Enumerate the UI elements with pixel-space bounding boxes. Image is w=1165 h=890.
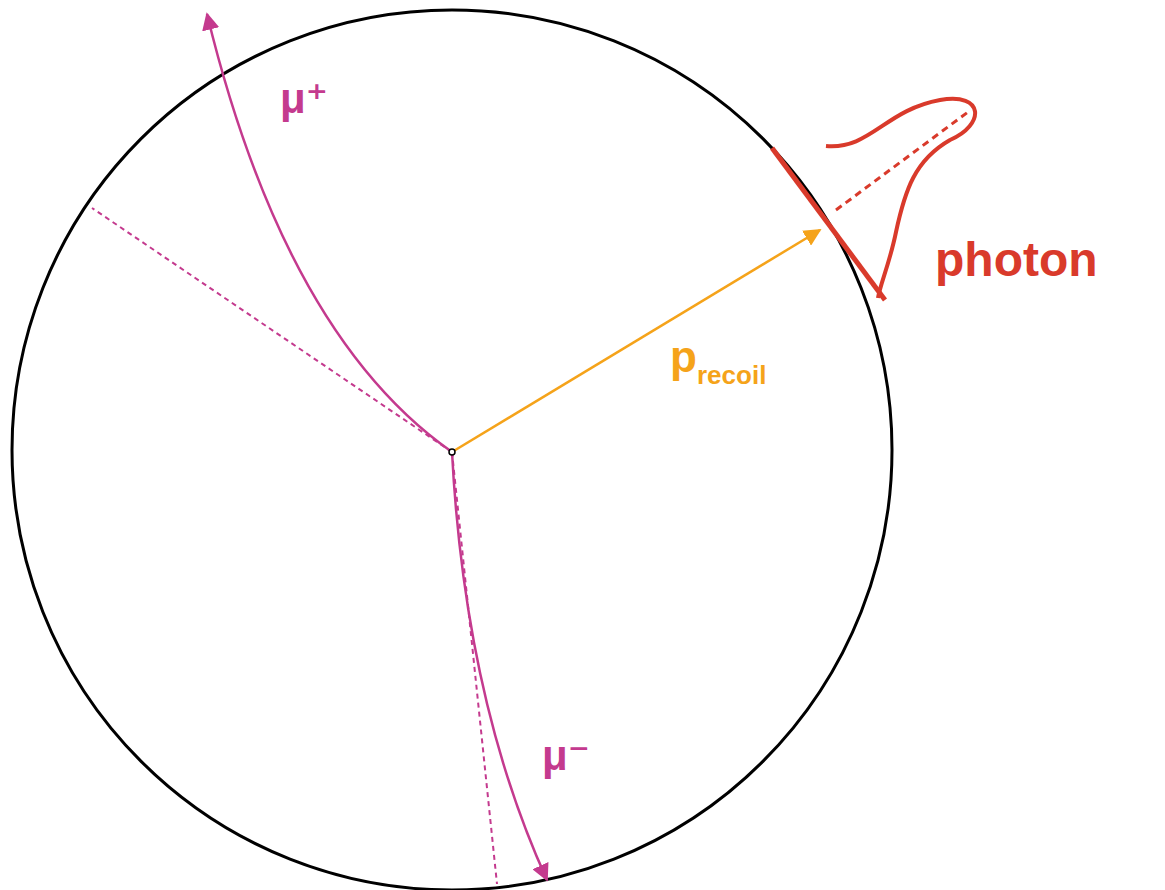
muon-label: μ⁻ bbox=[542, 735, 590, 777]
straight-track bbox=[92, 208, 452, 452]
straight-track bbox=[452, 452, 497, 884]
calorimeter-cell bbox=[772, 148, 885, 300]
detector-outline bbox=[12, 10, 892, 890]
vertex bbox=[449, 449, 455, 455]
peak-axis bbox=[836, 112, 968, 210]
muon-track bbox=[452, 452, 547, 880]
muon-label: μ⁺ bbox=[280, 78, 328, 120]
recoil-symbol: p bbox=[670, 335, 697, 379]
recoil-subscript: recoil bbox=[697, 362, 766, 388]
photon-label: photon bbox=[935, 236, 1098, 284]
recoil-arrow bbox=[452, 230, 820, 452]
muon-track bbox=[207, 14, 452, 452]
